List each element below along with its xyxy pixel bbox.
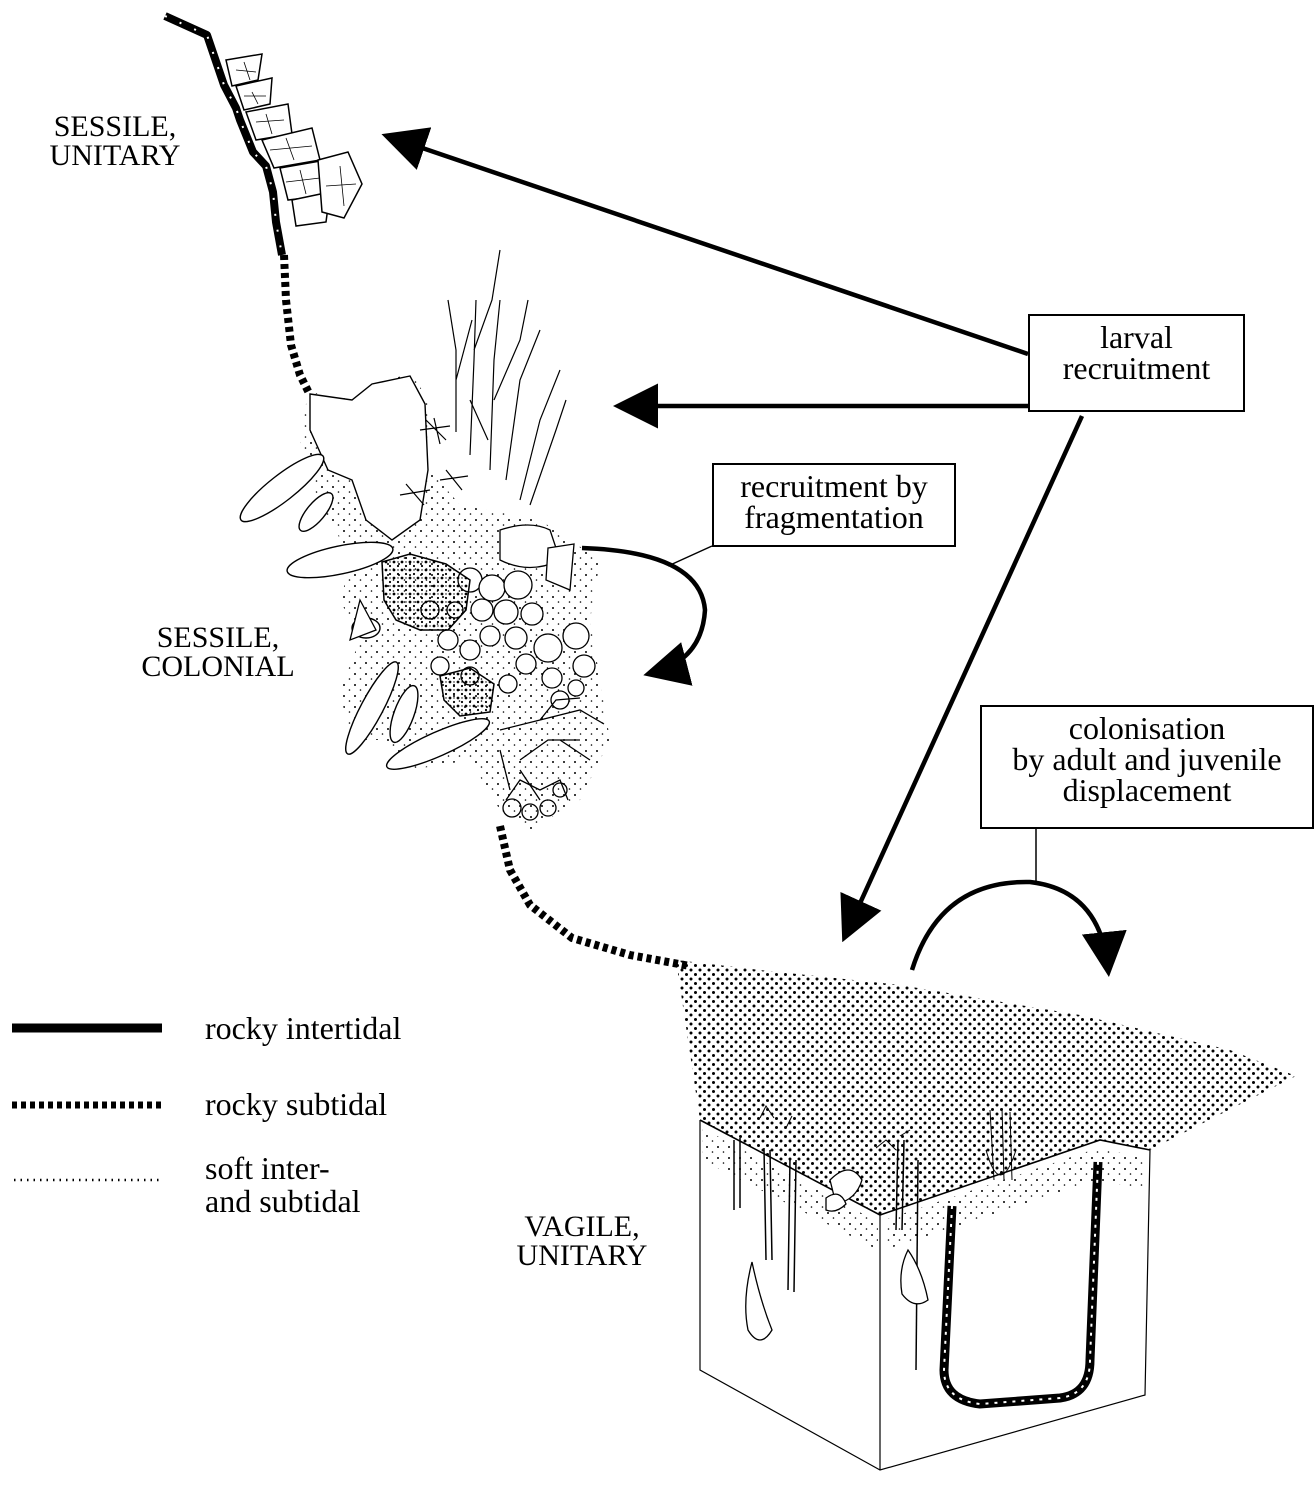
fragmentation-arrow	[582, 546, 712, 673]
legend-soft-inter-subtidal: soft inter- and subtidal	[205, 1152, 361, 1218]
box-recruitment-by-fragmentation: recruitment by fragmentation	[712, 463, 956, 547]
colonisation-arrow	[912, 828, 1108, 970]
label-sessile-unitary: SESSILE, UNITARY	[40, 112, 190, 170]
label-vagile-unitary: VAGILE, UNITARY	[492, 1212, 672, 1270]
rocky-subtidal-profile-lower	[500, 826, 690, 966]
legend-rocky-subtidal: rocky subtidal	[205, 1088, 387, 1121]
legend-rocky-intertidal: rocky intertidal	[205, 1012, 401, 1045]
rocky-subtidal-profile-upper	[284, 255, 310, 395]
label-sessile-colonial: SESSILE, COLONIAL	[128, 623, 308, 681]
box-larval-recruitment: larval recruitment	[1028, 314, 1245, 412]
box-colonisation: colonisation by adult and juvenile displ…	[980, 705, 1314, 829]
